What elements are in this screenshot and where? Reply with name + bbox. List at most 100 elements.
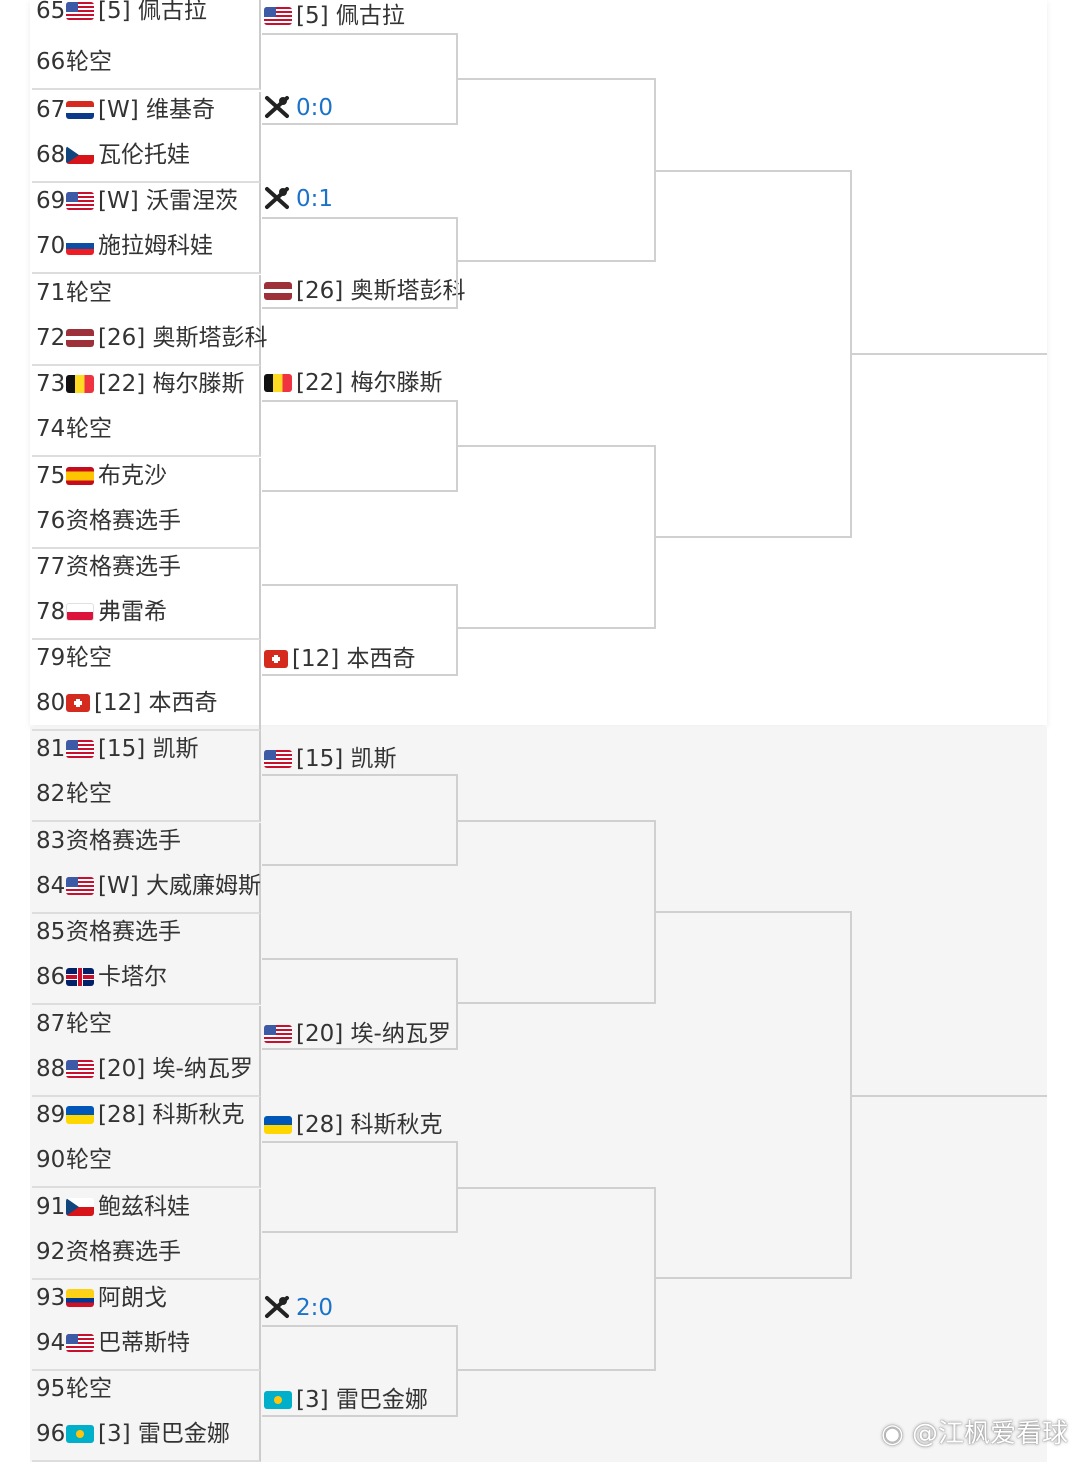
watermark-text: @江枫爱看球	[911, 1419, 1068, 1449]
draw-entry: 71轮空	[36, 271, 112, 315]
player-name: 阿朗戈	[98, 1285, 167, 1311]
player-name: [3] 雷巴金娜	[296, 1387, 428, 1413]
match-box[interactable]: 89 [28] 科斯秋克 90轮空	[32, 1097, 261, 1188]
player-name: 资格赛选手	[66, 554, 181, 580]
live-score[interactable]: 0:1	[264, 179, 333, 219]
bracket-connector	[656, 911, 852, 1279]
draw-number: 77	[36, 554, 66, 580]
draw-number: 71	[36, 280, 66, 306]
bracket-connector	[458, 1187, 656, 1371]
flag-lv-icon	[264, 282, 292, 300]
live-score[interactable]: 0:0	[264, 88, 333, 128]
draw-number: 68	[36, 142, 66, 168]
draw-entry: 85资格赛选手	[36, 910, 181, 954]
player-name: 施拉姆科娃	[98, 233, 213, 259]
draw-number: 69	[36, 188, 66, 214]
draw-entry: 92资格赛选手	[36, 1230, 181, 1274]
player-name: 轮空	[66, 280, 112, 306]
draw-number: 74	[36, 416, 66, 442]
flag-us-icon	[264, 1025, 292, 1043]
draw-entry: 90轮空	[36, 1138, 112, 1182]
score-value: 0:1	[296, 186, 334, 212]
draw-entry: 74轮空	[36, 407, 112, 451]
bracket-section-bottom	[30, 727, 1047, 1462]
draw-entry: 88[20] 埃-纳瓦罗	[36, 1047, 253, 1091]
draw-entry: 69[W] 沃雷涅茨	[36, 179, 238, 223]
player-name: 轮空	[66, 1011, 112, 1037]
bracket-connector	[262, 1141, 458, 1233]
player-name: [20] 埃-纳瓦罗	[296, 1021, 451, 1047]
draw-entry: 81[15] 凯斯	[36, 727, 199, 771]
draw-number: 88	[36, 1056, 66, 1082]
draw-entry: 77资格赛选手	[36, 545, 181, 589]
flag-es-icon	[66, 467, 94, 485]
player-name: 轮空	[66, 1147, 112, 1173]
round2-player: [15] 凯斯	[264, 739, 397, 779]
flag-gb-icon	[66, 968, 94, 986]
match-box[interactable]: 71轮空 72[26] 奥斯塔彭科	[32, 275, 268, 366]
draw-number: 95	[36, 1376, 66, 1402]
player-name: 卡塔尔	[98, 964, 167, 990]
flag-ua-icon	[66, 1106, 94, 1124]
player-name: 轮空	[66, 49, 112, 75]
player-name: 轮空	[66, 1376, 112, 1402]
draw-number: 86	[36, 964, 66, 990]
draw-entry: 82轮空	[36, 772, 112, 816]
round2-player: [12] 本西奇	[264, 639, 416, 679]
live-score[interactable]: 2:0	[264, 1288, 333, 1328]
flag-lv-icon	[66, 329, 94, 347]
draw-entry: 83资格赛选手	[36, 819, 181, 863]
player-name: 资格赛选手	[66, 508, 181, 534]
player-name: 布克沙	[98, 463, 167, 489]
draw-number: 90	[36, 1147, 66, 1173]
draw-number: 70	[36, 233, 66, 259]
round2-player: [28] 科斯秋克	[264, 1105, 443, 1145]
flag-ch-icon	[66, 694, 90, 712]
flag-co-icon	[66, 1289, 94, 1307]
player-name: [15] 凯斯	[296, 746, 397, 772]
flag-us-icon	[66, 740, 94, 758]
player-name: [26] 奥斯塔彭科	[296, 278, 466, 304]
round2-player: [20] 埃-纳瓦罗	[264, 1014, 451, 1054]
draw-entry: 66轮空	[36, 40, 112, 84]
draw-entry: 84[W] 大威廉姆斯	[36, 864, 261, 908]
draw-number: 96	[36, 1421, 66, 1447]
bracket-connector	[262, 400, 458, 492]
player-name: [W] 大威廉姆斯	[98, 873, 261, 899]
draw-number: 80	[36, 690, 66, 716]
draw-entry: 95轮空	[36, 1367, 112, 1411]
draw-number: 93	[36, 1285, 66, 1311]
watermark: ◉ @江枫爱看球	[881, 1413, 1068, 1450]
round2-player: [3] 雷巴金娜	[264, 1380, 428, 1420]
player-name: 资格赛选手	[66, 828, 181, 854]
bracket-connector	[262, 774, 458, 866]
flag-ch-icon	[264, 650, 288, 668]
draw-number: 89	[36, 1102, 66, 1128]
match-box[interactable]: 87轮空 88[20] 埃-纳瓦罗	[32, 1006, 261, 1097]
bracket-connector	[458, 820, 656, 1004]
draw-entry: 70 施拉姆科娃	[36, 224, 213, 268]
draw-number: 87	[36, 1011, 66, 1037]
draw-entry: 72[26] 奥斯塔彭科	[36, 316, 268, 360]
crossed-rackets-icon	[264, 183, 290, 209]
draw-number: 73	[36, 371, 66, 397]
player-name: [28] 科斯秋克	[98, 1102, 245, 1128]
bracket-connector	[262, 1325, 458, 1417]
draw-entry: 73[22] 梅尔滕斯	[36, 362, 245, 406]
draw-entry: 76资格赛选手	[36, 499, 181, 543]
